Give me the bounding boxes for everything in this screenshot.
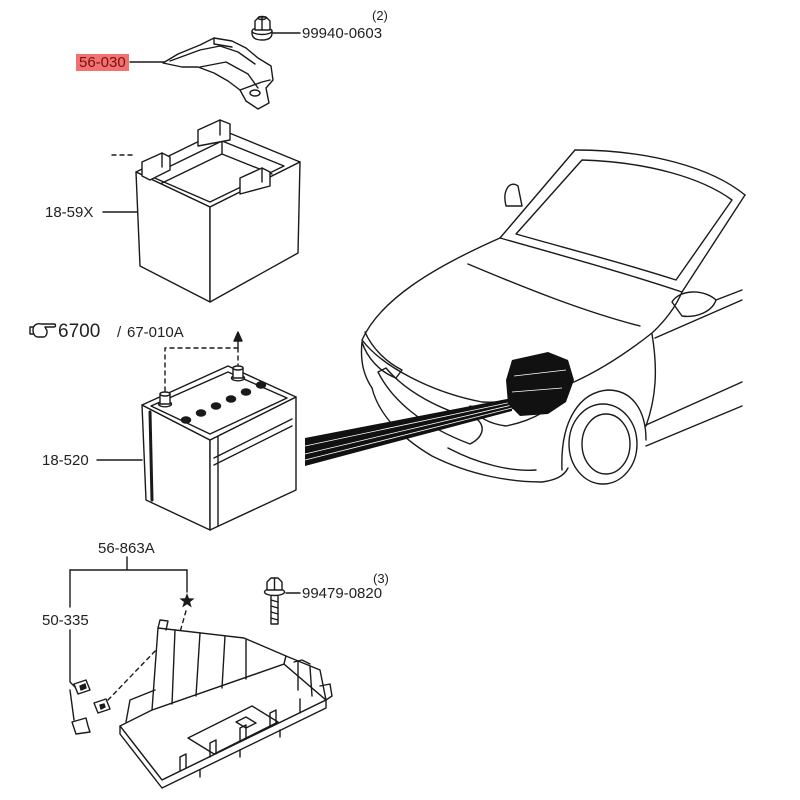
front-wheel	[568, 403, 638, 485]
front-grille	[377, 367, 483, 445]
group-ref-separator: /	[117, 324, 122, 341]
battery-location-callout	[304, 352, 574, 466]
battery-clamp-bracket-part	[162, 37, 274, 110]
part-qty-99940-0603: (2)	[372, 8, 388, 23]
windshield	[515, 159, 733, 281]
terminal-reference-lines	[164, 331, 243, 392]
battery-tray-part	[119, 619, 333, 789]
battery-part	[141, 365, 297, 531]
part-label-56-863A: 56-863A	[98, 540, 155, 557]
part-label-50-335: 50-335	[42, 612, 89, 629]
leader-56-863A	[69, 556, 188, 721]
part-label-56-030: 56-030	[79, 54, 126, 71]
engine-bay-battery-marker	[506, 352, 574, 416]
part-qty-99479-0820: (3)	[373, 571, 389, 586]
left-headlight	[361, 331, 403, 379]
clip-part	[71, 679, 111, 735]
battery-cover-part	[135, 119, 301, 303]
group-ref-number: 6700	[58, 321, 100, 342]
part-label-99479-0820: 99479-0820	[302, 585, 382, 602]
star-icon	[179, 593, 195, 608]
flange-nut-part	[251, 15, 273, 41]
highlight-box	[76, 54, 129, 71]
battery-cell-caps	[180, 381, 267, 424]
battery-terminal-negative	[157, 391, 173, 408]
pointing-hand-icon	[29, 323, 57, 338]
battery-terminal-positive	[230, 365, 246, 382]
group-ref-code: 67-010A	[127, 324, 184, 341]
part-label-18-520: 18-520	[42, 452, 89, 469]
flange-bolt-part	[263, 577, 286, 625]
part-label-99940-0603: 99940-0603	[302, 25, 382, 42]
part-label-18-59X: 18-59X	[45, 204, 93, 221]
left-mirror	[504, 183, 523, 207]
